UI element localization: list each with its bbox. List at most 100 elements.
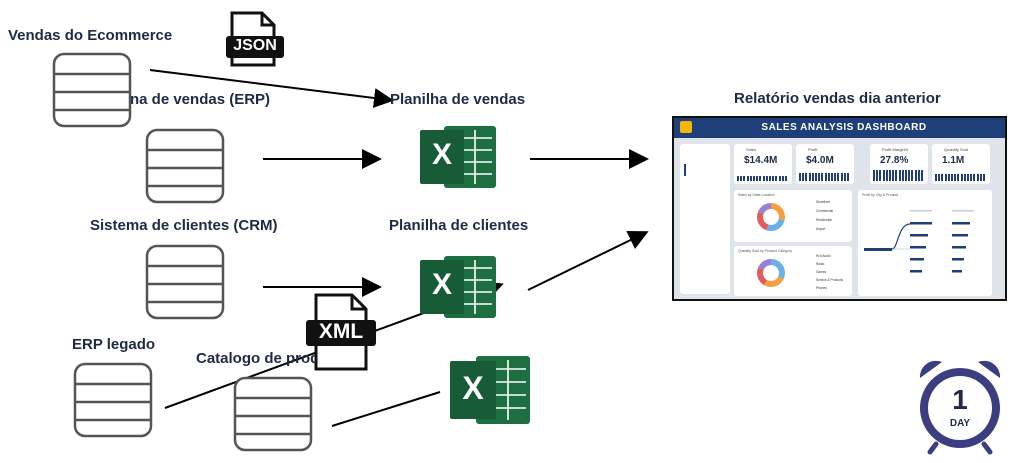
legend-item: Commercial: [816, 209, 834, 213]
kpi-sparkbar: [824, 173, 827, 181]
kpi-label: Profit Margin%: [882, 147, 909, 152]
excel-icon: X: [448, 352, 532, 428]
kpi-sparkbar: [840, 173, 843, 181]
arrow-ecommerce-to-vendas: [149, 69, 394, 108]
kpi-sparkbar: [976, 174, 979, 181]
kpi-sparkbar: [938, 174, 941, 181]
clock-number: 1: [952, 384, 968, 415]
kpi-label: Profit: [808, 147, 818, 152]
json-label: JSON: [233, 37, 277, 54]
sales-dashboard-thumbnail: SALES ANALYSIS DASHBOARD Sales $14.4M Pr…: [672, 116, 1007, 301]
panel-profit-city: Profit by City & Product: [858, 190, 992, 296]
label-catalogo: Catalogo de produto: [196, 350, 343, 367]
kpi-sparkbar: [740, 176, 743, 181]
panel-title: Quantity Sold by Product Category: [738, 249, 792, 253]
database-icon: [145, 124, 225, 213]
kpi-sparkbar: [746, 176, 749, 181]
clock-unit: DAY: [949, 418, 971, 429]
legend-item: Service & Products: [816, 278, 844, 282]
xml-label: XML: [318, 320, 364, 343]
kpi-sparkbar: [805, 173, 808, 181]
kpi-sparkbar: [963, 174, 966, 181]
kpi-sparkbar: [811, 173, 814, 181]
kpi-card: Sales $14.4M: [734, 144, 792, 184]
kpi-card: Quantity Sold 1.1M: [932, 144, 990, 184]
excel-letter: X: [431, 268, 452, 301]
panel-title: Profit by City & Product: [862, 193, 899, 197]
kpi-sparkbar: [905, 170, 907, 181]
json-file-icon: JSON: [224, 10, 286, 68]
kpi-sparkbar: [967, 174, 969, 181]
kpi-sparkbar: [882, 170, 885, 181]
kpi-sparkbars: [935, 169, 987, 181]
kpi-sparkbar: [743, 176, 746, 181]
excel-letter: X: [431, 138, 452, 171]
kpi-label: Quantity Sold: [944, 147, 969, 152]
line-catalogo-to-excel: [331, 391, 441, 427]
database-icon: [73, 358, 153, 447]
kpi-sparkbar: [944, 174, 947, 181]
label-planilha-clientes: Planilha de clientes: [389, 217, 529, 234]
kpi-sparkbar: [772, 176, 775, 181]
label-erp-vendas: na de vendas (ERP): [130, 91, 271, 108]
legend-item: Games: [816, 270, 827, 274]
excel-icon: X: [418, 122, 498, 192]
kpi-sparkbar: [778, 176, 781, 181]
kpi-sparkbars: [799, 169, 851, 181]
legend-item: Residential: [816, 218, 832, 222]
label-crm: Sistema de clientes (CRM): [90, 217, 278, 234]
legend-item: Hi-fi Audio: [816, 254, 831, 258]
kpi-sparkbar: [960, 174, 963, 181]
kpi-sparkbar: [951, 174, 953, 181]
kpi-value: $4.0M: [806, 155, 834, 166]
kpi-label: Sales: [746, 147, 757, 152]
kpi-sparkbar: [889, 170, 891, 181]
alarm-clock-icon: 1 DAY: [912, 356, 1008, 455]
kpi-sparkbar: [873, 170, 875, 181]
legend-item: Radio: [816, 262, 825, 266]
kpi-sparkbar: [847, 173, 849, 181]
kpi-sparkbar: [815, 173, 817, 181]
kpi-sparkbar: [979, 174, 982, 181]
donut-chart: [757, 259, 785, 287]
decomposition-tree: [864, 210, 974, 273]
kpi-sparkbar: [749, 176, 752, 181]
kpi-sparkbar: [921, 170, 923, 181]
kpi-sparkbars: [737, 169, 789, 181]
kpi-sparkbar: [834, 173, 837, 181]
kpi-sparkbar: [769, 176, 771, 181]
kpi-sparkbar: [808, 173, 811, 181]
kpi-sparkbar: [802, 173, 805, 181]
kpi-sparkbar: [983, 174, 985, 181]
kpi-sparkbar: [765, 176, 768, 181]
kpi-sparkbar: [799, 173, 801, 181]
arrow-clientes-to-relatorio: [527, 231, 649, 291]
kpi-sparkbar: [837, 173, 840, 181]
kpi-sparkbar: [901, 170, 904, 181]
kpi-sparkbar: [908, 170, 911, 181]
legend-item: Phones: [816, 286, 827, 290]
kpi-sparkbar: [885, 170, 888, 181]
kpi-sparkbar: [917, 170, 920, 181]
label-relatorio: Relatório vendas dia anterior: [734, 90, 941, 107]
dashboard-title: SALES ANALYSIS DASHBOARD: [761, 122, 927, 133]
kpi-sparkbar: [753, 176, 755, 181]
kpi-sparkbar: [914, 170, 917, 181]
kpi-sparkbar: [781, 176, 784, 181]
kpi-card: Profit Margin% 27.8%: [870, 144, 928, 184]
kpi-sparkbar: [775, 176, 778, 181]
kpi-value: 1.1M: [942, 155, 965, 166]
legend-item: Storefront: [816, 200, 830, 204]
kpi-sparkbar: [876, 170, 879, 181]
kpi-sparkbars: [873, 169, 925, 181]
kpi-sparkbar: [947, 174, 950, 181]
legend-item: Airport: [816, 227, 826, 231]
dashboard-header: SALES ANALYSIS DASHBOARD: [674, 118, 1005, 138]
kpi-sparkbar: [762, 176, 765, 181]
panel-sales-location: Sales by State Location Storefront Comme…: [734, 190, 852, 242]
dashboard-logo-icon: [680, 121, 692, 133]
label-planilha-vendas: Planilha de vendas: [390, 91, 526, 108]
kpi-sparkbar: [970, 174, 973, 181]
kpi-sparkbar: [895, 170, 898, 181]
kpi-sparkbar: [843, 173, 846, 181]
